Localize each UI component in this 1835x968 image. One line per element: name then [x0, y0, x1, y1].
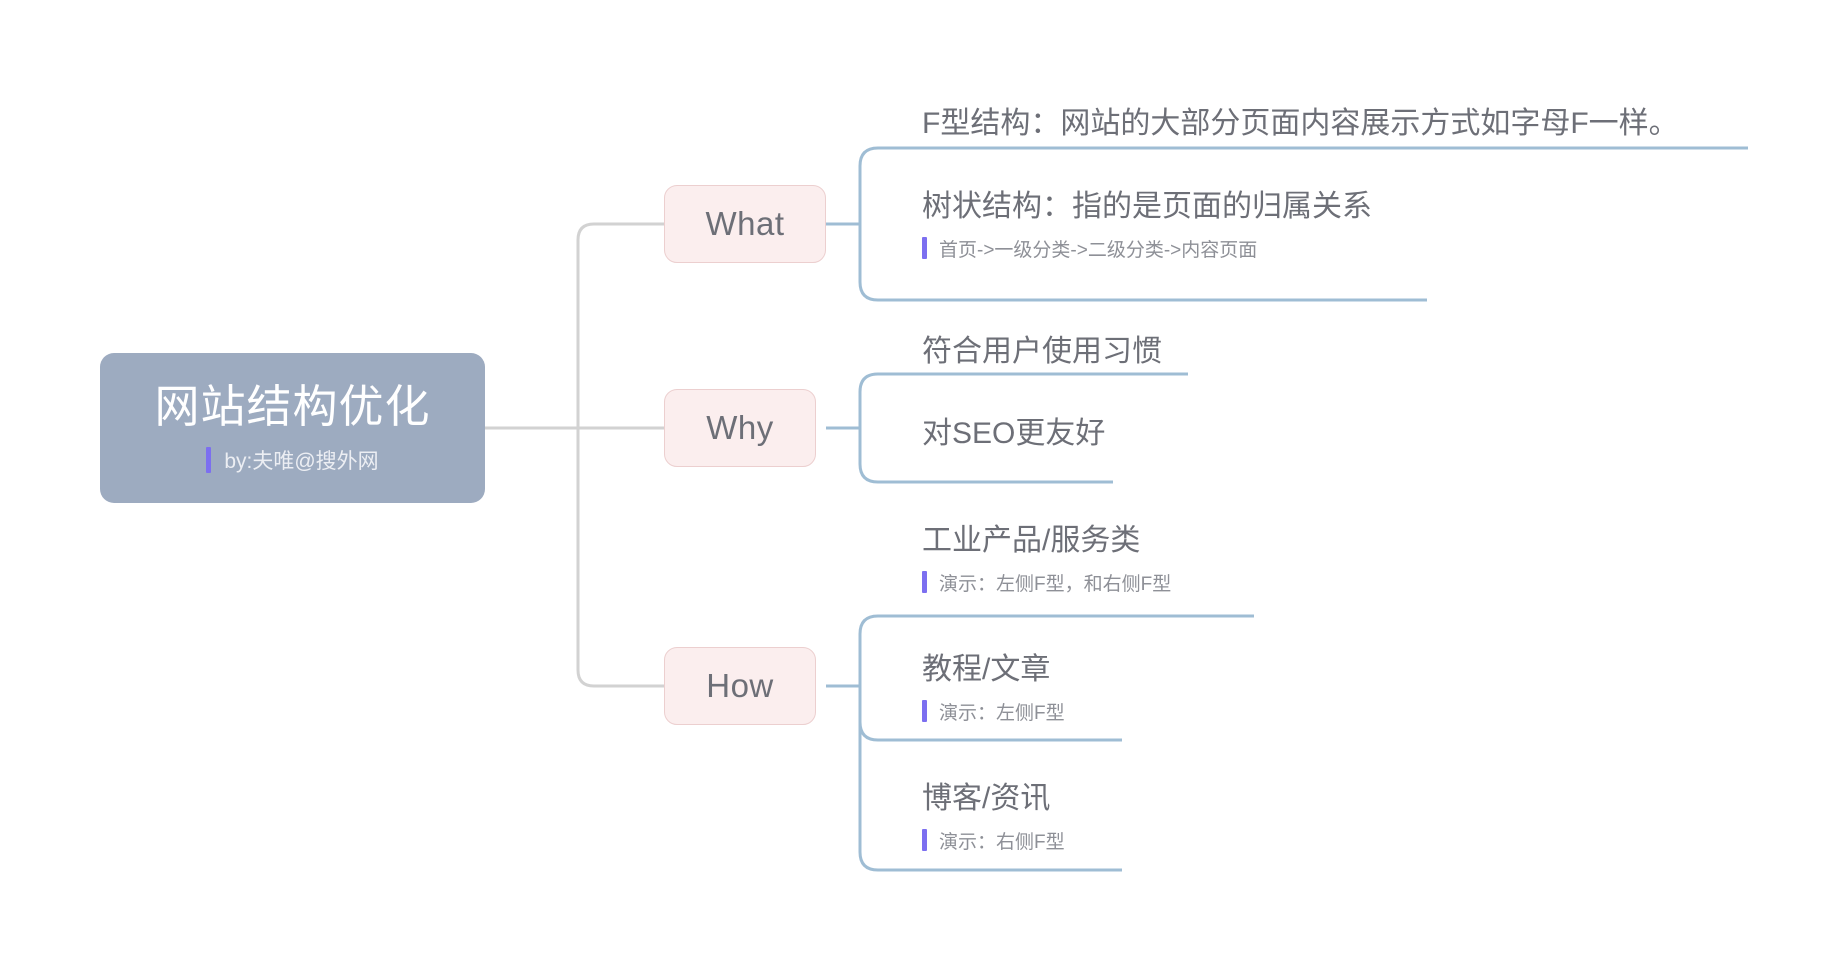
topic-user-habit[interactable]: 符合用户使用习惯: [922, 333, 1162, 371]
branch-node-how[interactable]: How: [664, 647, 816, 725]
topic-seo-friendly[interactable]: 对SEO更友好: [922, 415, 1105, 453]
topic-f-structure[interactable]: F型结构：网站的大部分页面内容展示方式如字母F一样。: [922, 105, 1679, 143]
detail-text: 演示：右侧F型: [939, 831, 1065, 853]
root-subtitle-row: by:夫唯@搜外网: [206, 445, 379, 475]
detail-text: 演示：左侧F型，和右侧F型: [939, 573, 1172, 595]
detail-text: 演示：左侧F型: [939, 702, 1065, 724]
accent-bar-icon: [922, 237, 927, 259]
topic-title: 教程/文章: [922, 653, 1051, 686]
accent-bar-icon: [206, 446, 212, 473]
branch-label: How: [706, 667, 774, 704]
topic-title: 博客/资讯: [922, 782, 1051, 815]
root-node[interactable]: 网站结构优化 by:夫唯@搜外网: [100, 353, 485, 503]
topic-title: 对SEO更友好: [922, 417, 1106, 450]
branch-label: Why: [706, 409, 774, 446]
detail-row[interactable]: 首页->一级分类->二级分类->内容页面: [922, 235, 1372, 262]
branch-node-what[interactable]: What: [664, 185, 826, 263]
accent-bar-icon: [922, 829, 927, 851]
accent-bar-icon: [922, 700, 927, 722]
root-subtitle: by:夫唯@搜外网: [224, 449, 379, 473]
topic-title: 工业产品/服务类: [922, 524, 1141, 557]
topic-tree-structure[interactable]: 树状结构：指的是页面的归属关系 首页->一级分类->二级分类->内容页面: [922, 188, 1372, 262]
branch-label: What: [705, 205, 785, 242]
topic-title: F型结构：网站的大部分页面内容展示方式如字母F一样。: [922, 107, 1679, 140]
detail-row[interactable]: 演示：左侧F型，和右侧F型: [922, 569, 1171, 596]
root-title: 网站结构优化: [154, 381, 431, 433]
topic-title: 符合用户使用习惯: [922, 335, 1162, 368]
accent-bar-icon: [922, 571, 927, 593]
detail-row[interactable]: 演示：右侧F型: [922, 827, 1065, 854]
topic-title: 树状结构：指的是页面的归属关系: [922, 190, 1372, 223]
topic-blog-news[interactable]: 博客/资讯 演示：右侧F型: [922, 780, 1065, 854]
topic-industrial-products[interactable]: 工业产品/服务类 演示：左侧F型，和右侧F型: [922, 522, 1171, 596]
detail-text: 首页->一级分类->二级分类->内容页面: [939, 239, 1258, 261]
branch-node-why[interactable]: Why: [664, 389, 816, 467]
detail-row[interactable]: 演示：左侧F型: [922, 698, 1065, 725]
topic-tutorial-article[interactable]: 教程/文章 演示：左侧F型: [922, 651, 1065, 725]
